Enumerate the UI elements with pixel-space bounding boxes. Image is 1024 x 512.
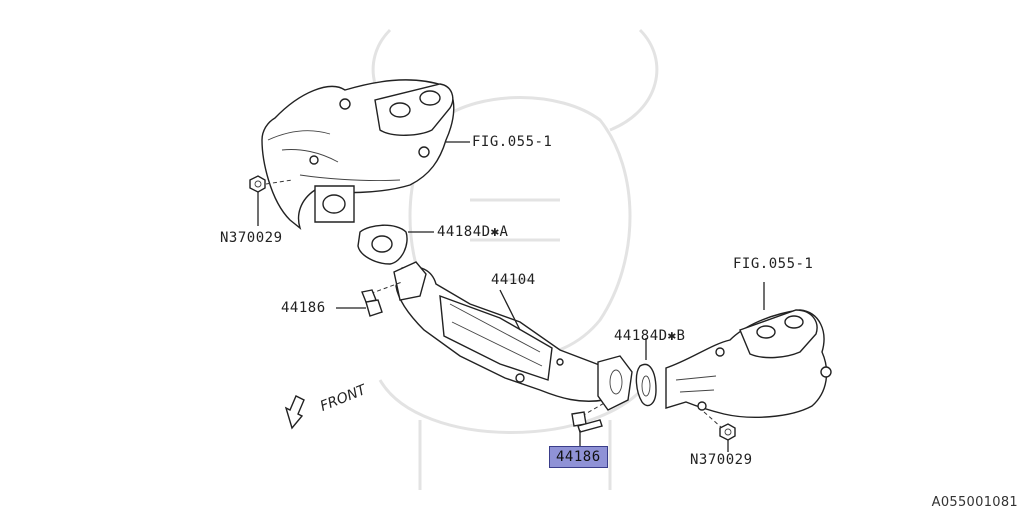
gasket-a[interactable] <box>357 224 408 265</box>
front-exhaust-pipe[interactable] <box>393 261 633 411</box>
right-manifold[interactable] <box>665 309 832 418</box>
label-n370029-left[interactable]: N370029 <box>220 230 283 246</box>
label-fig-upper[interactable]: FIG.055-1 <box>472 134 553 150</box>
label-fig-right[interactable]: FIG.055-1 <box>733 256 814 272</box>
nut-left[interactable] <box>249 175 266 193</box>
front-arrow-icon <box>284 395 305 430</box>
nut-right[interactable] <box>719 423 736 441</box>
label-n370029-right[interactable]: N370029 <box>690 452 753 468</box>
diagram-reference-code: A055001081 <box>931 495 1018 510</box>
bolt-selected[interactable] <box>571 411 603 433</box>
label-gasket-a[interactable]: 44184D✱A <box>437 224 509 240</box>
label-bolt-selected[interactable]: 44186 <box>549 446 608 468</box>
gasket-b[interactable] <box>635 363 657 407</box>
label-pipe[interactable]: 44104 <box>491 272 536 288</box>
upper-manifold[interactable] <box>261 79 455 230</box>
label-gasket-b[interactable]: 44184D✱B <box>614 328 686 344</box>
bolt-left[interactable] <box>361 289 383 317</box>
label-bolt-left[interactable]: 44186 <box>281 300 326 316</box>
